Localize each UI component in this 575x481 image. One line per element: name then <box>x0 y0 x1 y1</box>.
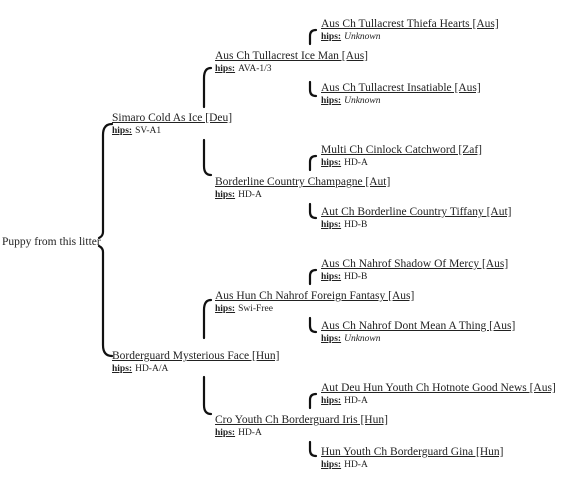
dog-ds-sire: Aus Ch Nahrof Shadow Of Mercy [Aus] hips… <box>321 258 508 283</box>
bracket-ds-sire <box>308 268 318 286</box>
hips-label: hips: <box>321 96 342 106</box>
bracket-sire-sire <box>202 66 213 109</box>
hips-info: hips:HD-A <box>215 189 390 201</box>
dog-dam-dam: Cro Youth Ch Borderguard Iris [Hun] hips… <box>215 414 388 439</box>
hips-value: Unknown <box>344 32 381 42</box>
hips-label: hips: <box>321 460 342 470</box>
hips-label: hips: <box>112 126 133 136</box>
hips-value: Unknown <box>344 334 381 344</box>
hips-info: hips:Unknown <box>321 333 515 345</box>
hips-value: HD-A <box>344 460 368 470</box>
dog-sire-sire: Aus Ch Tullacrest Ice Man [Aus] hips:AVA… <box>215 50 368 75</box>
bracket-dam-sire <box>202 298 213 340</box>
root-puppy: Puppy from this litter <box>2 236 101 248</box>
dog-name-link[interactable]: Cro Youth Ch Borderguard Iris [Hun] <box>215 414 388 426</box>
dog-name-link[interactable]: Aut Ch Borderline Country Tiffany [Aut] <box>321 206 512 218</box>
dog-sd-dam: Aut Ch Borderline Country Tiffany [Aut] … <box>321 206 512 231</box>
bracket-ds-dam <box>308 316 318 334</box>
hips-info: hips:HD-B <box>321 271 508 283</box>
hips-info: hips:Unknown <box>321 95 481 107</box>
dog-dam: Borderguard Mysterious Face [Hun] hips:H… <box>112 350 279 375</box>
hips-label: hips: <box>321 220 342 230</box>
hips-label: hips: <box>321 32 342 42</box>
bracket-sd-sire <box>308 154 318 172</box>
dog-name-link[interactable]: Aut Deu Hun Youth Ch Hotnote Good News [… <box>321 382 556 394</box>
dog-name-link[interactable]: Multi Ch Cinlock Catchword [Zaf] <box>321 144 482 156</box>
dog-ds-dam: Aus Ch Nahrof Dont Mean A Thing [Aus] hi… <box>321 320 515 345</box>
hips-label: hips: <box>215 64 236 74</box>
hips-label: hips: <box>321 272 342 282</box>
dog-sire: Simaro Cold As Ice [Deu] hips:SV-A1 <box>112 112 232 137</box>
bracket-sire <box>97 122 114 240</box>
hips-info: hips:HD-A <box>321 395 556 407</box>
bracket-dd-sire <box>308 392 318 410</box>
hips-value: HD-A <box>238 428 262 438</box>
bracket-dam <box>97 244 114 358</box>
hips-info: hips:HD-B <box>321 219 512 231</box>
bracket-dam-dam <box>202 375 213 416</box>
hips-info: hips:HD-A <box>321 157 482 169</box>
dog-name-link[interactable]: Aus Ch Nahrof Shadow Of Mercy [Aus] <box>321 258 509 270</box>
hips-label: hips: <box>321 396 342 406</box>
dog-dam-sire: Aus Hun Ch Nahrof Foreign Fantasy [Aus] … <box>215 290 414 315</box>
hips-value: HD-A <box>238 190 262 200</box>
hips-value: HD-B <box>344 272 368 282</box>
hips-value: HD-A <box>344 396 368 406</box>
hips-info: hips:SV-A1 <box>112 125 232 137</box>
bracket-ss-dam <box>308 80 318 98</box>
dog-sire-dam: Borderline Country Champagne [Aut] hips:… <box>215 176 390 201</box>
bracket-sd-dam <box>308 202 318 220</box>
hips-label: hips: <box>112 364 133 374</box>
dog-name-link[interactable]: Hun Youth Ch Borderguard Gina [Hun] <box>321 446 504 458</box>
hips-info: hips:Swi-Free <box>215 303 414 315</box>
dog-ss-sire: Aus Ch Tullacrest Thiefa Hearts [Aus] hi… <box>321 18 499 43</box>
hips-label: hips: <box>215 304 236 314</box>
hips-value: Unknown <box>344 96 381 106</box>
hips-value: AVA-1/3 <box>238 64 272 74</box>
hips-info: hips:Unknown <box>321 31 499 43</box>
hips-info: hips:HD-A <box>215 427 388 439</box>
bracket-sire-dam <box>202 138 213 177</box>
hips-value: Swi-Free <box>238 304 273 314</box>
hips-label: hips: <box>321 158 342 168</box>
hips-label: hips: <box>215 428 236 438</box>
dog-sd-sire: Multi Ch Cinlock Catchword [Zaf] hips:HD… <box>321 144 482 169</box>
hips-value: HD-B <box>344 220 368 230</box>
hips-info: hips:AVA-1/3 <box>215 63 368 75</box>
hips-info: hips:HD-A/A <box>112 363 279 375</box>
dog-ss-dam: Aus Ch Tullacrest Insatiable [Aus] hips:… <box>321 82 481 107</box>
dog-dd-dam: Hun Youth Ch Borderguard Gina [Hun] hips… <box>321 446 504 471</box>
hips-info: hips:HD-A <box>321 459 504 471</box>
dog-name-link[interactable]: Borderline Country Champagne [Aut] <box>215 176 391 188</box>
hips-value: SV-A1 <box>135 126 162 136</box>
dog-name-link[interactable]: Aus Ch Tullacrest Thiefa Hearts [Aus] <box>321 18 499 30</box>
dog-name-link[interactable]: Borderguard Mysterious Face [Hun] <box>112 350 280 362</box>
dog-name-link[interactable]: Aus Ch Tullacrest Insatiable [Aus] <box>321 82 481 94</box>
hips-label: hips: <box>321 334 342 344</box>
bracket-dd-dam <box>308 440 318 458</box>
dog-name-link[interactable]: Simaro Cold As Ice [Deu] <box>112 112 233 124</box>
dog-name-link[interactable]: Aus Hun Ch Nahrof Foreign Fantasy [Aus] <box>215 290 415 302</box>
dog-name-link[interactable]: Aus Ch Nahrof Dont Mean A Thing [Aus] <box>321 320 516 332</box>
hips-label: hips: <box>215 190 236 200</box>
hips-value: HD-A <box>344 158 368 168</box>
dog-dd-sire: Aut Deu Hun Youth Ch Hotnote Good News [… <box>321 382 556 407</box>
bracket-ss-sire <box>308 28 318 46</box>
dog-name-link[interactable]: Aus Ch Tullacrest Ice Man [Aus] <box>215 50 368 62</box>
hips-value: HD-A/A <box>135 364 169 374</box>
